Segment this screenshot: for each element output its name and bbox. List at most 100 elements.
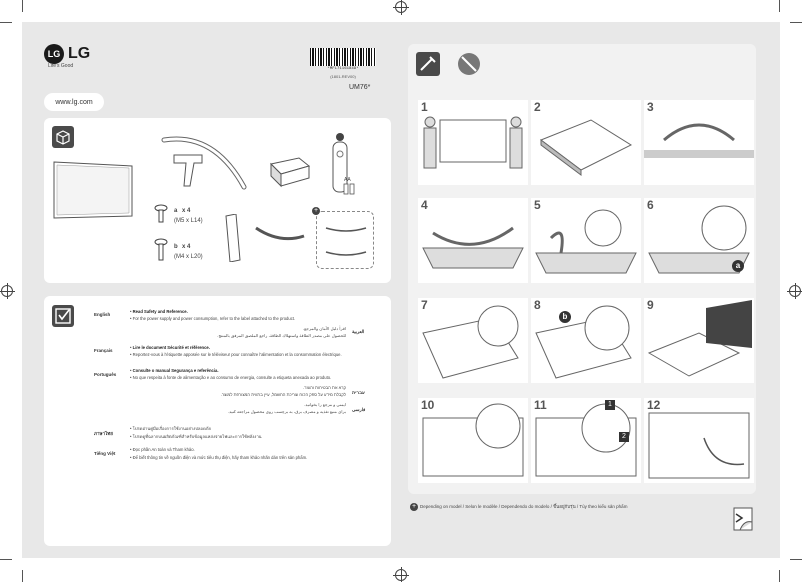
step-7-illustration (422, 305, 519, 379)
screw-b-qty: x 4 (182, 244, 191, 250)
screw-a-letter: a (174, 208, 178, 214)
step-5-illustration (535, 209, 637, 274)
model-number: UM76* (349, 84, 371, 91)
lang-francais-label: Français (94, 348, 113, 353)
francais-line-2: • Reportez-vous à l'étiquette apposée su… (130, 352, 342, 357)
registration-mark (787, 283, 802, 299)
step-1: 1 (418, 100, 528, 185)
step-8-illustration (535, 305, 632, 379)
stand-body-illustration (173, 154, 203, 187)
farsi-line-1: ایمنی و مرجع را بخوانید. (304, 402, 346, 407)
step-3-illustration (644, 123, 754, 158)
arabic-line-1: اقرأ دليل الأمان والمرجع. (302, 326, 346, 331)
battery-label: AA (344, 177, 351, 183)
step-12: 12 (644, 398, 754, 483)
step-5: 5 (531, 198, 641, 283)
lang-thai-label: ภาษาไทย (94, 431, 113, 436)
step-3: 3 (644, 100, 754, 185)
cable-cover-illustration (225, 214, 241, 262)
screw-b-icon (154, 238, 168, 261)
step-4-illustration (422, 226, 524, 269)
step-2-illustration (539, 119, 633, 176)
step-6-illustration (648, 205, 750, 274)
footer-note: +Depending on model / Selon le modèle / … (410, 503, 628, 511)
accessories-panel: AA a x 4 (M5 x L14) b x 4 (M4 x L20) + (44, 118, 391, 283)
checkmark-icon (52, 305, 74, 327)
crop-mark (22, 0, 23, 12)
hebrew-line-1: קרא את הבטיחות והעזר. (303, 385, 346, 390)
lg-logo-mark: LG (44, 44, 64, 64)
registration-mark (393, 567, 409, 582)
step-12-illustration (648, 412, 750, 479)
batteries-illustration (343, 183, 355, 195)
crop-mark (0, 559, 12, 560)
step-9: 9 (644, 298, 754, 383)
manual-illustration (269, 157, 311, 188)
safety-panel: English • Read Safety and Reference. • F… (44, 296, 391, 546)
crop-mark (790, 559, 802, 560)
lang-viet-label: Tiếng Việt (94, 451, 116, 456)
farsi-line-2: برای منبع تغذیه و مصرف برق، به برچسب روی… (227, 409, 346, 414)
step-11-callout-2: 2 (619, 432, 629, 442)
portugues-line-2: • No que respeita à fonte de alimentação… (130, 375, 332, 380)
thai-line-1: • โปรดอ่านคู่มือเรื่องการใช้งานอย่างปลอด… (130, 426, 211, 431)
step-11-callout-1: 1 (605, 400, 615, 410)
step-11: 11 1 2 (531, 398, 641, 483)
screw-a-icon (154, 204, 168, 223)
lang-farsi-label: فارسی (352, 407, 366, 412)
screw-a-size: (M5 x L14) (174, 218, 203, 224)
lang-english-label: English (94, 312, 111, 317)
step-10-illustration (422, 403, 524, 477)
arabic-line-2: للحصول على مصدر الطاقة واستهلاك الطاقة، … (217, 333, 346, 338)
note-plus-icon: + (410, 503, 418, 511)
english-line-2: • For the power supply and power consump… (130, 316, 296, 321)
step-8-callout: b (559, 311, 571, 323)
barcode (310, 48, 376, 66)
step-6: 6 a (644, 198, 754, 283)
viet-line-2: • Để biết thông tin về nguồn điện và mức… (130, 455, 308, 460)
portugues-line-1: • Consulte o manual Segurança e referênc… (130, 368, 219, 373)
registration-mark (393, 0, 409, 15)
step-7: 7 (418, 298, 528, 383)
no-spray-icon (458, 53, 480, 75)
optional-plus-icon: + (312, 207, 320, 215)
step-10: 10 (418, 398, 528, 483)
lg-logo-word: LG (68, 45, 91, 62)
step-6-callout: a (732, 260, 744, 272)
crop-mark (779, 570, 780, 582)
box-icon (52, 126, 74, 148)
remote-illustration (332, 133, 348, 193)
english-line-1: • Read Safety and Reference. (130, 309, 188, 314)
crop-mark (22, 570, 23, 582)
website-link[interactable]: www.lg.com (44, 93, 104, 111)
screw-b-letter: b (174, 244, 178, 250)
tv-illustration (53, 161, 133, 219)
registration-mark (0, 283, 15, 299)
screw-a-qty: x 4 (182, 208, 191, 214)
barcode-code: (1801-REV00) (330, 74, 356, 79)
hebrew-line-2: לקבלת מידע על ספק הכוח וצריכת החשמל, עיי… (220, 392, 346, 397)
barcode-number: *MFL71161849* (327, 67, 359, 71)
page-turn-icon (730, 504, 756, 534)
crop-mark (0, 22, 12, 23)
step-4: 4 (418, 198, 528, 283)
step-8: 8 b (531, 298, 641, 383)
cable-holder-illustration (255, 226, 305, 241)
step-2: 2 (531, 100, 641, 185)
lang-portugues-label: Português (94, 372, 117, 377)
francais-line-1: • Lire le document Sécurité et référence… (130, 345, 210, 350)
lang-hebrew-label: עברית (352, 390, 365, 395)
cleaning-icon (416, 52, 440, 76)
viet-line-1: • Đọc phần An toàn và Tham khảo. (130, 447, 195, 452)
crop-mark (779, 0, 780, 12)
cable-illustration (325, 227, 367, 256)
step-9-illustration (647, 300, 752, 377)
stand-illustration (161, 136, 247, 190)
optional-items-box (316, 211, 374, 269)
thai-line-2: • โปรดดูที่ฉลากบนผลิตภัณฑ์สำหรับข้อมูลแห… (130, 434, 262, 439)
brand-tagline: Life's Good (48, 63, 74, 69)
lang-arabic-label: العربية (352, 329, 365, 334)
crop-mark (790, 22, 802, 23)
step-1-illustration (423, 116, 523, 169)
step-11-illustration (535, 403, 637, 477)
